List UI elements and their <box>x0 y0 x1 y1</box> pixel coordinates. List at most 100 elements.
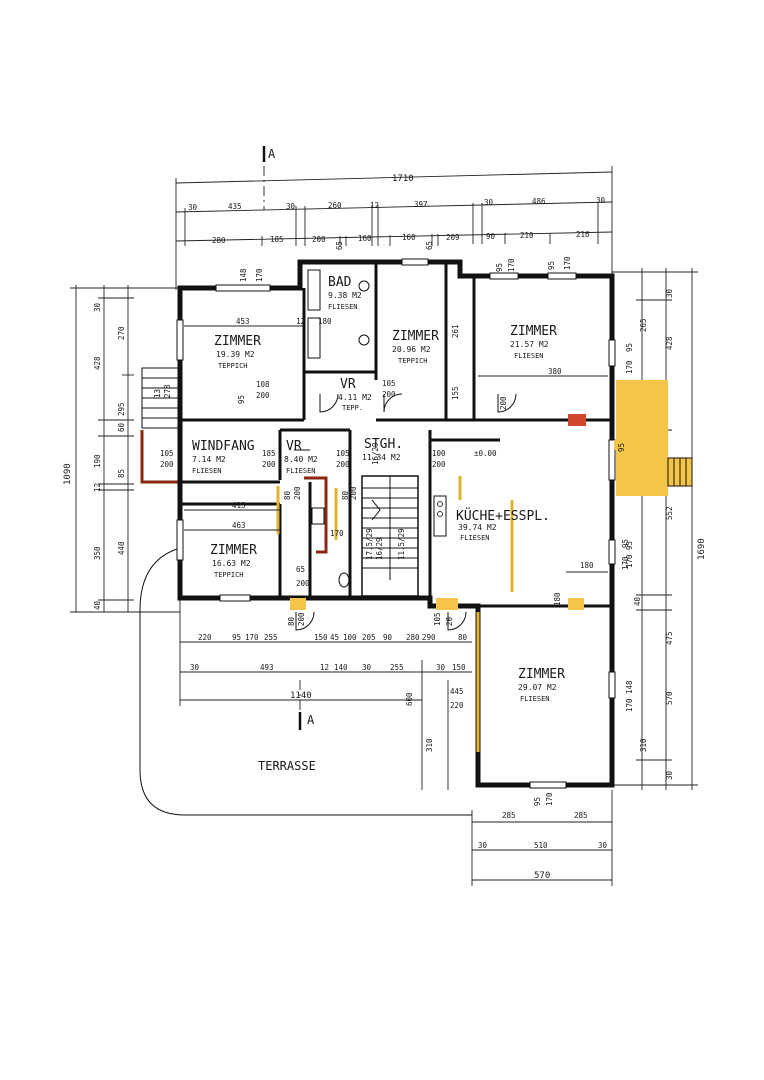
dim-bot-south-overall: 570 <box>534 871 550 881</box>
dim-bot-south-1: 285 <box>502 811 516 820</box>
inner-dim: 13 <box>153 389 162 398</box>
dim-bot-side-3: 220 <box>450 701 464 710</box>
dim-right-inner-11: 170 <box>625 698 634 712</box>
room-area: 19.39 M2 <box>216 350 255 359</box>
room-zimmer-ne: ZIMMER 21.57 M2 FLIESEN <box>510 324 557 360</box>
room-bad: BAD 9.38 M2 FLIESEN <box>328 275 362 311</box>
dim-left-3: 295 <box>117 402 126 416</box>
room-kueche: KÜCHE+ESSPL. 39.74 M2 FLIESEN <box>456 507 550 542</box>
dim-top-r2-8: 486 <box>532 197 546 206</box>
dim-bot-overall: 1140 <box>290 691 312 701</box>
inner-dim: 278 <box>163 384 172 398</box>
room-windfang: WINDFANG 7.14 M2 FLIESEN <box>192 439 255 475</box>
dim-top-r2-6: 397 <box>414 200 428 209</box>
inner-dim: 65 <box>296 565 305 574</box>
inner-dim: 380 <box>548 367 562 376</box>
room-vr-lower: VR 8.40 M2 FLIESEN <box>284 439 318 475</box>
dimension-lines-left: 1090 30 428 295 60 190 12 350 40 270 440… <box>63 285 180 613</box>
room-area: 8.40 M2 <box>284 455 318 464</box>
dim-left-1: 30 <box>93 302 102 312</box>
dim-bot-r1-14: 20 <box>445 616 454 626</box>
room-name: ZIMMER <box>510 324 557 339</box>
room-floor: FLIESEN <box>286 467 316 475</box>
room-name: ZIMMER <box>518 667 565 682</box>
inner-dim: 261 <box>451 324 460 338</box>
room-name: VR <box>340 377 356 392</box>
inner-dim: 200 <box>297 612 306 626</box>
highlights <box>276 414 618 752</box>
dim-top-r4-4: 170 <box>507 258 516 272</box>
dim-top-r3-4: 65 <box>335 241 344 250</box>
inner-dim: 80 <box>283 490 292 500</box>
dim-top-r2-2: 435 <box>228 202 242 211</box>
inner-dim: 180 <box>553 592 562 606</box>
dimension-lines-top: 1710 30 435 30 260 12 397 30 486 30 280 … <box>175 166 613 290</box>
room-floor: TEPPICH <box>214 571 244 579</box>
section-marker-top: A <box>262 146 276 210</box>
dim-bot-r1-9: 90 <box>383 633 393 642</box>
wc-icon <box>338 572 350 588</box>
dim-top-r2-4: 260 <box>328 201 342 210</box>
dim-right-5: 570 <box>665 691 674 705</box>
dim-bot-south-3: 170 <box>545 792 554 806</box>
dimension-lines-right: 1690 30 428 552 475 570 310 30 265 315 3… <box>612 268 707 790</box>
inner-dim: 170 <box>621 556 630 570</box>
inner-dim: 80 <box>341 490 350 500</box>
dim-bot-south-2: 95 <box>533 797 542 806</box>
dim-bot-r1-11: 290 <box>422 633 436 642</box>
inner-dim: 200 <box>293 486 302 500</box>
room-floor: FLIESEN <box>460 534 490 542</box>
inner-dim: 95 <box>617 443 626 452</box>
room-name: ZIMMER <box>210 543 257 558</box>
dim-top-r4-2: 170 <box>255 268 264 282</box>
dim-bot-r1-3: 170 <box>245 633 259 642</box>
dim-left-8: 40 <box>93 600 102 610</box>
dim-right-2: 428 <box>665 336 674 350</box>
dim-top-r3-7: 65 <box>425 241 434 250</box>
room-name: KÜCHE+ESSPL. <box>456 507 550 524</box>
dim-bot-r1-1: 220 <box>198 633 212 642</box>
dim-bot-side-4: 310 <box>425 738 434 752</box>
room-vr-upper: VR 4.11 M2 TEPP. <box>338 377 372 412</box>
stair-ratio-1: 16/29 <box>371 442 380 465</box>
dim-left-6: 12 <box>93 483 102 492</box>
inner-dim: 200 <box>499 396 508 410</box>
inner-dim: 200 <box>160 460 174 469</box>
inner-dim: 200 <box>262 460 276 469</box>
dim-top-r4-3: 95 <box>495 263 504 272</box>
inner-dim: 100 <box>432 449 446 458</box>
dim-bot-r2-8: 150 <box>452 663 466 672</box>
interior-walls <box>180 262 612 608</box>
inner-dim: 200 <box>349 486 358 500</box>
inner-dim: 12 <box>296 317 305 326</box>
dim-right-4: 475 <box>665 631 674 645</box>
inner-dimensions: 453 12 180 413 463 261 155 380 108 200 9… <box>153 317 630 626</box>
dim-top-r3-2: 185 <box>270 235 284 244</box>
inner-dim: 105 <box>382 379 396 388</box>
level-marker: ±0.00 <box>474 449 497 458</box>
inner-dim: 105 <box>160 449 174 458</box>
room-zimmer-sw: ZIMMER 16.63 M2 TEPPICH <box>210 543 257 579</box>
inner-dim: 80 <box>287 616 296 626</box>
dim-left-4: 60 <box>117 422 126 432</box>
inner-dim: 453 <box>236 317 250 326</box>
dim-bot-side-1: 600 <box>405 692 414 706</box>
section-label-top: A <box>268 147 276 161</box>
inner-dim: 200 <box>256 391 270 400</box>
dim-left-inner-1: 270 <box>117 326 126 340</box>
dim-top-r3-11: 216 <box>576 230 590 239</box>
room-floor: TEPP. <box>342 404 363 412</box>
dim-right-inner-1: 265 <box>639 318 648 332</box>
dim-top-r4-6: 170 <box>563 256 572 270</box>
dim-top-r2-1: 30 <box>188 203 198 212</box>
dim-bot-r1-13: 105 <box>433 612 442 626</box>
inner-dim: 180 <box>318 317 332 326</box>
dim-left-5: 190 <box>93 454 102 468</box>
dim-bot-south2-2: 510 <box>534 841 548 850</box>
stair-ratio-2: 16/29 <box>375 537 384 560</box>
inner-dim: 108 <box>256 380 270 389</box>
dim-bot-r1-6: 45 <box>330 633 339 642</box>
dim-right-6: 310 <box>639 738 648 752</box>
inner-dim: 95 <box>621 539 630 548</box>
